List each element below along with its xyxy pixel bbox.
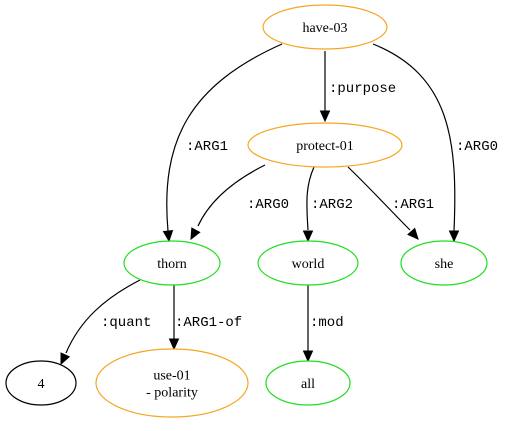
node-ellipse	[5, 360, 77, 406]
edge-line	[306, 166, 315, 231]
node-ellipse	[95, 348, 249, 418]
node-ellipse	[265, 360, 351, 406]
edge-label: :ARG1	[186, 139, 228, 155]
edge-line	[347, 166, 411, 231]
edge-protect01-she: :ARG1	[347, 166, 434, 240]
node-label: she	[435, 257, 454, 272]
edge-world-all: :mod	[302, 285, 344, 363]
node-label: - polarity	[146, 386, 198, 401]
node-label: use-01	[153, 369, 190, 384]
node-label: thorn	[157, 257, 187, 272]
node-ellipse	[257, 240, 359, 286]
edge-line	[166, 43, 283, 232]
node-label: have-03	[302, 21, 347, 36]
node-protect01: protect-01	[247, 122, 403, 168]
node-label: all	[301, 377, 315, 392]
edge-label: :ARG2	[311, 197, 353, 213]
edge-have03-thorn: :ARG1	[162, 43, 283, 243]
edge-label: :ARG0	[247, 197, 289, 213]
arrowhead-icon	[407, 227, 419, 240]
arrowhead-icon	[60, 352, 71, 366]
edge-protect01-thorn: :ARG0	[190, 164, 289, 241]
node-ellipse	[123, 240, 221, 286]
edge-thorn-use01: :ARG1-of	[168, 285, 242, 351]
edge-label: :ARG1	[392, 197, 434, 213]
arrowhead-icon	[302, 230, 314, 243]
node-ellipse	[400, 240, 488, 286]
edge-line	[197, 164, 266, 227]
edge-line	[372, 43, 456, 232]
node-label: protect-01	[296, 139, 354, 154]
node-ellipse	[247, 122, 403, 168]
edge-have03-she: :ARG0	[372, 43, 498, 243]
node-four: 4	[5, 360, 77, 406]
arrowhead-icon	[302, 350, 314, 363]
edge-thorn-four: :quant	[60, 279, 151, 366]
node-use01: use-01 - polarity	[95, 348, 249, 418]
edge-label: :mod	[310, 315, 344, 331]
node-label: 4	[38, 377, 45, 392]
arrowhead-icon	[448, 230, 460, 243]
node-all: all	[265, 360, 351, 406]
edge-have03-protect01: :purpose	[319, 51, 396, 123]
node-ellipse	[262, 4, 388, 50]
node-have03: have-03	[262, 4, 388, 50]
node-she: she	[400, 240, 488, 286]
edge-label: :ARG0	[456, 139, 498, 155]
arrowhead-icon	[162, 230, 174, 243]
node-world: world	[257, 240, 359, 286]
edge-line	[65, 279, 141, 354]
arrowhead-icon	[168, 338, 180, 351]
arrowhead-icon	[190, 227, 201, 241]
edge-label: :quant	[101, 315, 151, 331]
edge-protect01-world: :ARG2	[302, 166, 353, 243]
node-label: world	[292, 257, 325, 272]
edge-label: :ARG1-of	[175, 315, 242, 331]
arrowhead-icon	[319, 110, 331, 123]
edge-label: :purpose	[329, 81, 396, 97]
node-thorn: thorn	[123, 240, 221, 286]
